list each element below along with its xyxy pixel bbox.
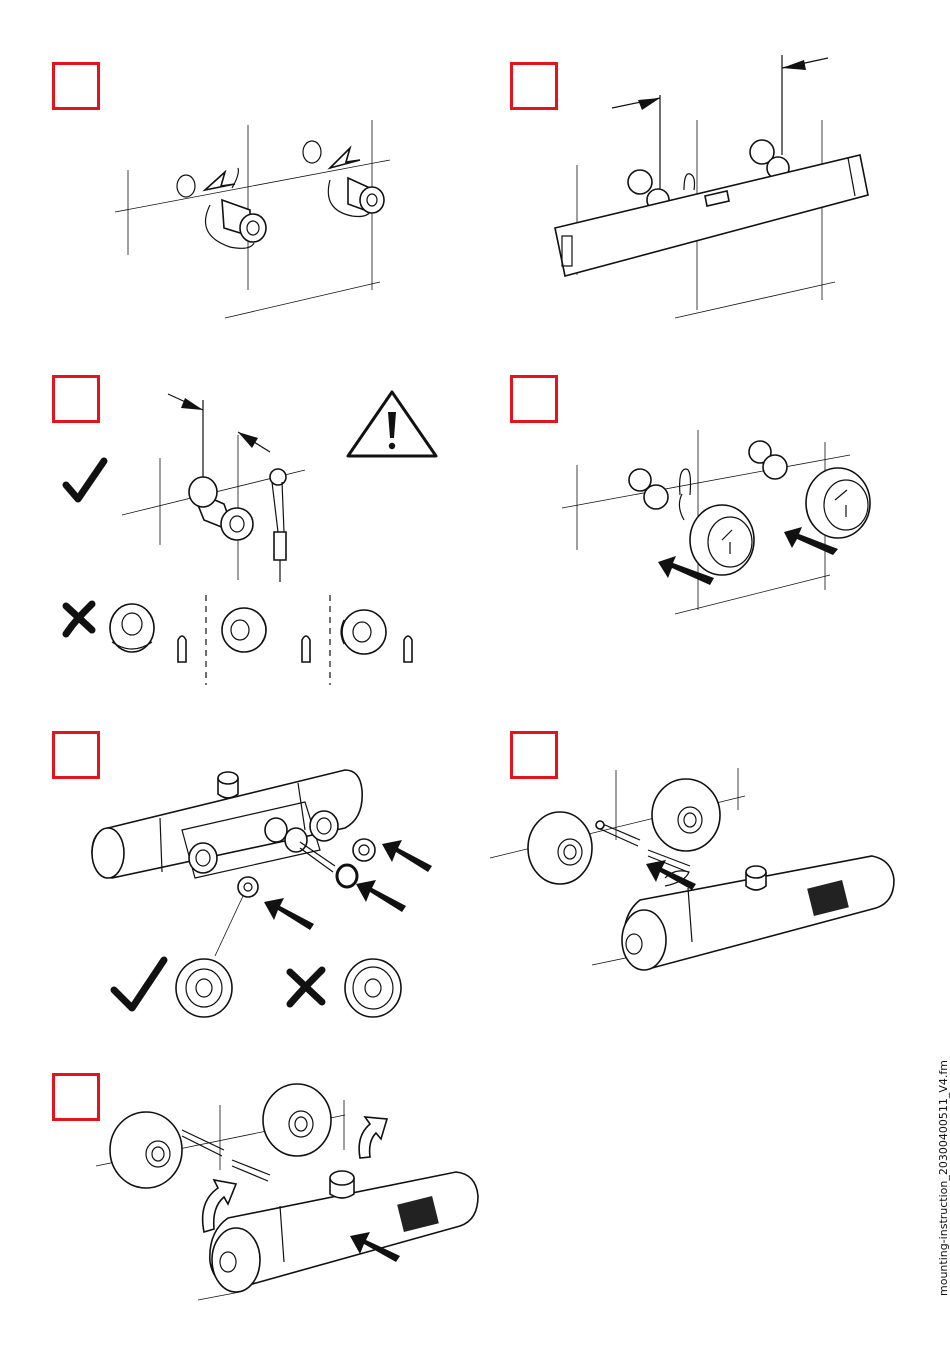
cross-icon: [66, 604, 92, 634]
arrow-icon: [356, 880, 406, 912]
step-5-illustration: [92, 770, 432, 1017]
step-4-illustration: [562, 430, 870, 614]
step-2-illustration: [555, 55, 868, 318]
step-7-illustration: [96, 1084, 478, 1300]
file-reference: mounting-instruction_20300400511_V4.fm: [933, 1060, 950, 1300]
arrow-icon: [646, 860, 696, 890]
arrow-icon: [264, 898, 314, 930]
cross-icon: [290, 970, 322, 1004]
step-1-illustration: [115, 120, 390, 318]
arrow-icon: [382, 840, 432, 872]
warning-triangle-icon: [348, 392, 436, 456]
file-reference-text: mounting-instruction_20300400511_V4.fm: [937, 1060, 950, 1296]
step-3-illustration: [66, 392, 436, 685]
check-icon: [114, 960, 164, 1008]
check-icon: [66, 461, 104, 499]
step-6-illustration: [490, 768, 894, 970]
